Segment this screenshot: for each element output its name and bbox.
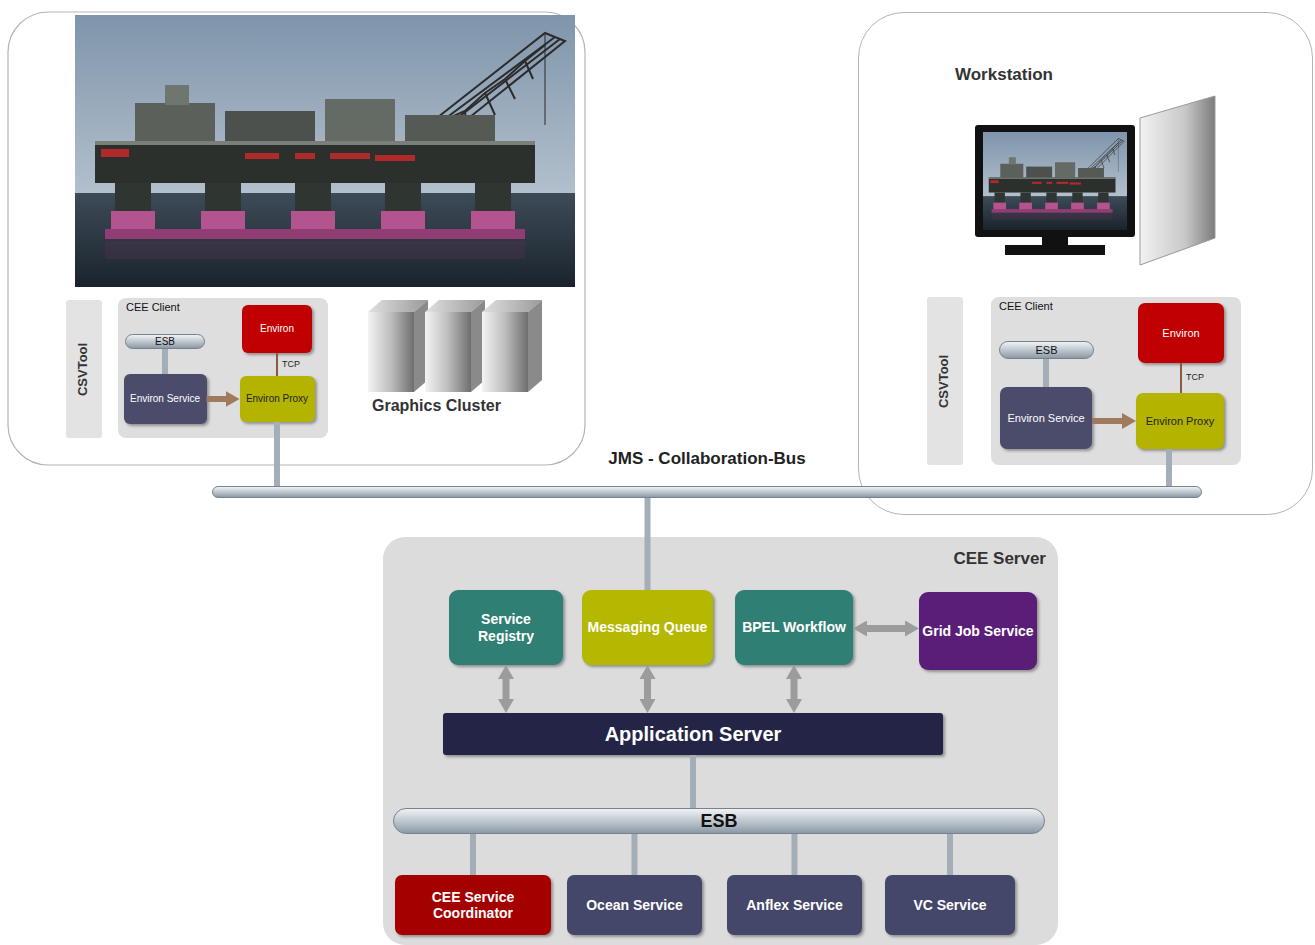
- node-text: Workstation: [955, 65, 1053, 85]
- proxy-box: Environ Proxy: [1136, 393, 1224, 449]
- node-text: BPEL Workflow: [742, 619, 846, 635]
- node-text: Ocean Service: [586, 897, 683, 913]
- process-box: Environ Service: [1000, 387, 1092, 449]
- node-text: Environ: [260, 323, 294, 335]
- node-text: CSVTool: [938, 354, 953, 407]
- service-box: CEE Service Coordinator: [395, 875, 551, 935]
- connector: [207, 396, 228, 402]
- node-text: Environ Service: [130, 393, 200, 405]
- connector: [632, 834, 638, 875]
- service-box: Ocean Service: [567, 875, 702, 935]
- queue-box: Messaging Queue: [582, 590, 713, 665]
- node-text: Environ Proxy: [246, 393, 308, 405]
- connector: [1043, 359, 1049, 387]
- node-text: CSVTool: [77, 342, 92, 395]
- node-text: VC Service: [913, 897, 986, 913]
- message-bus: JMS - Collaboration-Bus: [212, 486, 1202, 498]
- connector: [690, 755, 696, 808]
- node-text: CEE Server: [953, 549, 1046, 569]
- node-text: Grid Job Service: [922, 623, 1033, 639]
- connector: [947, 834, 953, 875]
- process-box: Environ: [1138, 303, 1224, 363]
- proxy-box: Environ Proxy: [240, 376, 315, 422]
- edge-label: TCP: [1185, 372, 1205, 383]
- workstation-panel: WorkstationCSVTool CEE ClientESB EnvironEn…: [858, 12, 1313, 515]
- connector: [865, 625, 907, 632]
- node-text: Environ Proxy: [1146, 415, 1214, 428]
- node-text: CEE Service Coordinator: [398, 889, 548, 921]
- service-box: Service Registry: [449, 590, 563, 665]
- node-text: ESB: [155, 337, 175, 347]
- connector: [644, 677, 651, 701]
- process-box: Environ: [242, 305, 312, 353]
- node-text: CEE Client: [126, 301, 180, 314]
- connector: [162, 349, 168, 374]
- service-box: Grid Job Service: [919, 592, 1037, 670]
- connector: [791, 677, 798, 701]
- edge-label: TCP: [281, 359, 301, 370]
- connector: [503, 677, 510, 701]
- process-box: Environ Service: [124, 374, 207, 424]
- bus-pipe: ESB: [393, 808, 1045, 834]
- connector: [1166, 449, 1172, 486]
- connector: [645, 498, 651, 590]
- node-text: Application Server: [605, 723, 782, 746]
- node-text: ESB: [1035, 345, 1057, 356]
- tool-tab: CSVTool: [927, 297, 963, 465]
- connector: [274, 422, 280, 486]
- node-text: Anflex Service: [746, 897, 843, 913]
- bus-pipe: ESB: [125, 334, 205, 349]
- service-box: Anflex Service: [727, 875, 862, 935]
- server-bar: Application Server: [443, 713, 943, 755]
- connector: [276, 353, 278, 376]
- connector: [792, 834, 798, 875]
- node-text: JMS - Collaboration-Bus: [608, 450, 805, 467]
- connector: [1092, 418, 1124, 424]
- cluster-label: Graphics Cluster: [372, 397, 501, 415]
- connector: [1180, 363, 1182, 393]
- connector: [470, 834, 476, 875]
- tool-tab: CSVTool: [66, 300, 102, 438]
- service-box: VC Service: [885, 875, 1015, 935]
- node-text: ESB: [700, 812, 737, 830]
- server-panel: CEE ServerService Registry Messaging Queu…: [383, 537, 1058, 945]
- node-text: Environ Service: [1007, 412, 1084, 425]
- bus-pipe: ESB: [999, 341, 1094, 359]
- node-text: Messaging Queue: [588, 619, 708, 635]
- node-text: CEE Client: [999, 300, 1053, 313]
- node-text: Service Registry: [452, 611, 560, 643]
- service-box: BPEL Workflow: [735, 590, 853, 665]
- node-text: Environ: [1162, 327, 1199, 340]
